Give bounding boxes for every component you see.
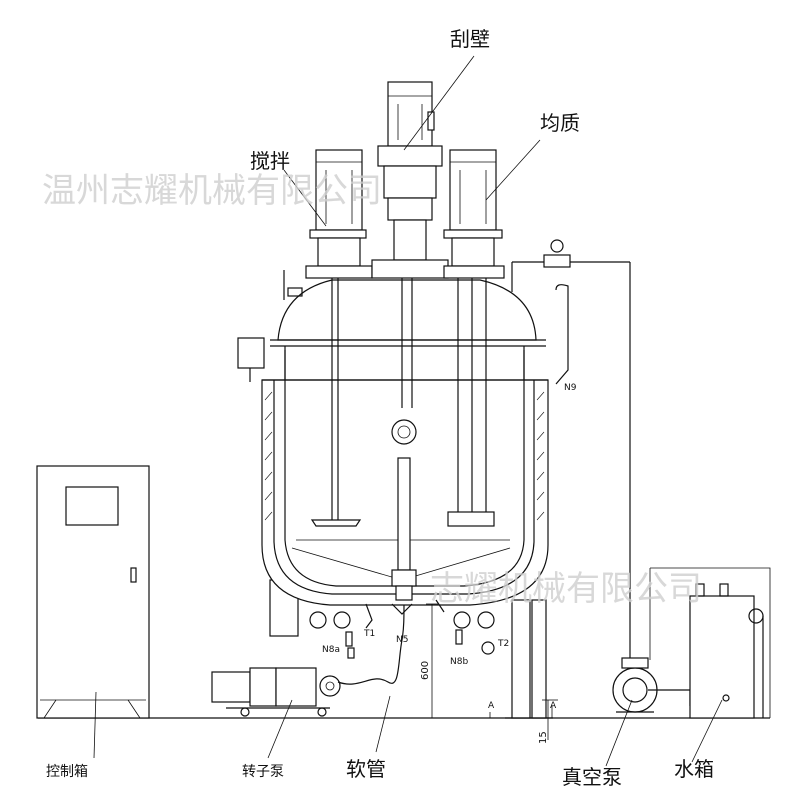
rotor-pump — [211, 647, 355, 717]
watermark-bottom: 志耀机械有限公司 — [430, 569, 702, 609]
tag-t1: T1 — [363, 629, 375, 639]
tag-n8a: N8a — [322, 645, 340, 655]
tag-section-a2: A — [550, 701, 557, 711]
dimension-600 — [426, 603, 438, 718]
homogenizer-motor — [443, 149, 505, 527]
insulation-hatch — [264, 391, 545, 521]
label-scraper: 刮壁 — [450, 27, 490, 51]
agitator-motor — [305, 149, 373, 527]
tag-t2: T2 — [497, 639, 509, 649]
label-water-tank: 水箱 — [674, 757, 714, 781]
side-fittings — [237, 239, 630, 385]
tag-section-a1: A — [488, 701, 495, 711]
dimension-15 — [484, 699, 558, 740]
vacuum-pump — [612, 262, 691, 713]
label-control-box: 控制箱 — [46, 764, 88, 780]
tag-n5: N5 — [396, 635, 408, 645]
label-rotor-pump: 转子泵 — [242, 764, 284, 780]
hose-line — [337, 599, 405, 685]
watermark-top: 温州志耀机械有限公司 — [42, 171, 382, 211]
tag-dim-600: 600 — [420, 661, 431, 680]
bottom-valves — [309, 599, 495, 655]
tag-n8b: N8b — [450, 657, 468, 667]
label-agitator: 搅拌 — [250, 149, 290, 173]
control-box — [36, 465, 150, 719]
label-hose: 软管 — [346, 757, 386, 781]
water-tank — [649, 567, 771, 719]
tag-dim-15: 15 — [538, 731, 549, 744]
leader-lines — [93, 55, 723, 767]
label-homogenizer: 均质 — [540, 111, 580, 135]
tag-n9: N9 — [564, 383, 577, 393]
label-vacuum-pump: 真空泵 — [562, 765, 622, 789]
scraper-motor — [371, 81, 449, 601]
vessel-legs — [269, 579, 553, 719]
